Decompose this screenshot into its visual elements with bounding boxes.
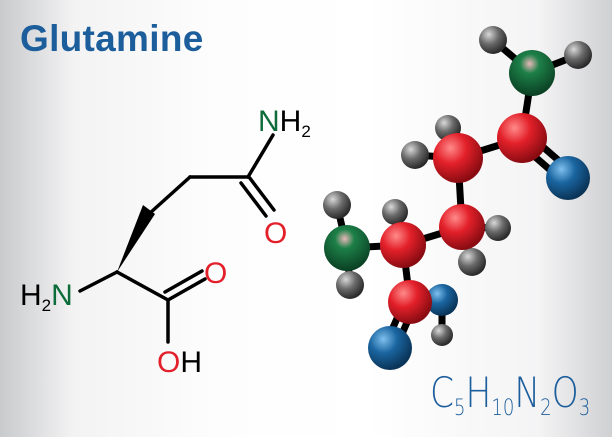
bond xyxy=(247,175,276,212)
hydroxyl-group: OH xyxy=(157,346,202,379)
formula-count: 10 xyxy=(491,396,515,421)
formula-element: N xyxy=(514,368,541,417)
bond xyxy=(78,270,119,293)
formula-element: O xyxy=(551,368,579,417)
oxygen-atom xyxy=(368,326,412,370)
formula-count: 3 xyxy=(578,396,591,421)
hydrogen-atom xyxy=(336,271,364,299)
hydrogen-atom xyxy=(479,26,507,54)
bond xyxy=(246,133,275,179)
carbon-atom xyxy=(439,204,485,250)
hydrogen-atom xyxy=(401,141,429,169)
amide-oxygen: O xyxy=(264,217,287,250)
oxygen-atom xyxy=(426,284,458,316)
bond xyxy=(115,270,170,302)
formula-count: 5 xyxy=(454,396,466,421)
ball-and-stick-model xyxy=(323,26,592,370)
hydrogen-atom xyxy=(323,191,351,219)
carbon-atom xyxy=(497,113,547,163)
wedge-bond xyxy=(117,205,155,272)
carboxyl-oxygen: O xyxy=(204,257,227,290)
formula-count: 2 xyxy=(540,396,552,421)
formula-element: C xyxy=(430,368,455,417)
carbon-atom xyxy=(380,222,426,268)
amide-nitrogen: NH2 xyxy=(258,105,311,141)
skeletal-formula xyxy=(78,133,276,344)
carbon-atom xyxy=(433,133,483,183)
oxygen-atom xyxy=(546,156,590,200)
bond xyxy=(148,175,192,215)
bond xyxy=(163,269,204,294)
amine-group: H2N xyxy=(20,279,73,315)
hydrogen-atom xyxy=(382,199,408,225)
nitrogen-atom xyxy=(509,50,555,96)
nitrogen-atom xyxy=(324,225,370,271)
molecular-formula: C5H10N2O3 xyxy=(430,368,590,421)
bond xyxy=(239,181,268,218)
bond xyxy=(166,277,207,302)
formula-element: H xyxy=(465,368,492,417)
carbon-atom xyxy=(388,280,432,324)
hydrogen-atom xyxy=(485,215,511,241)
hydrogen-atom xyxy=(458,248,486,276)
page-title: Glutamine xyxy=(20,18,204,59)
hydrogen-atom xyxy=(564,41,592,69)
hydrogen-atom xyxy=(431,324,453,346)
